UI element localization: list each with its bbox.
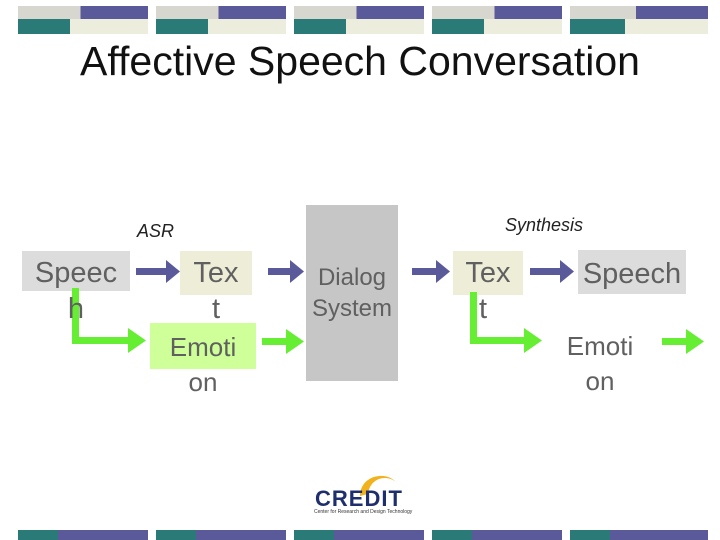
text-node-line1: Tex: [193, 257, 239, 289]
arrow-text-to-speech: [530, 260, 574, 283]
synthesis-label: Synthesis: [505, 215, 584, 235]
page-title: Affective Speech Conversation: [80, 38, 640, 84]
arrow-speech-to-text: [136, 260, 180, 283]
logo-swoosh-icon: [360, 475, 396, 496]
dialog-line2: System: [311, 295, 392, 323]
emotion-output-box: [555, 322, 655, 368]
speech-output-box: [578, 250, 686, 294]
footer-banner: [18, 530, 708, 540]
logo-subtitle: Center for Research and Design Technolog…: [314, 509, 413, 515]
banner-segment: [294, 6, 424, 34]
arrow-emotion-out: [662, 329, 704, 354]
dialog-system-node: Dialog System: [300, 262, 404, 324]
emotion-output-node: Emoti on: [548, 329, 652, 399]
speech-output-node: Speech: [582, 258, 682, 290]
speech-input-line1: Speec: [34, 257, 118, 289]
arrow-emotion-to-dialog: [262, 329, 304, 354]
banner-segment: [156, 6, 286, 34]
speech-input-box: [22, 251, 130, 291]
logo: CREDIT: [315, 486, 403, 511]
banner-segment: [18, 6, 148, 34]
dialog-system-box: [306, 205, 398, 381]
emotion-node-line1: Emoti: [169, 332, 237, 362]
arrow-text-to-dialog: [268, 260, 304, 283]
arrow-text-to-emotion: [470, 292, 542, 353]
emotion-output-line1: Emoti: [566, 331, 634, 361]
dialog-line1: Dialog: [317, 264, 387, 291]
banner-segment: [570, 6, 708, 34]
arrow-speech-to-emotion: [72, 288, 146, 353]
text-box: [180, 251, 252, 295]
emotion-node-line2: on: [188, 367, 218, 398]
emotion-output-line2: on: [585, 366, 615, 397]
speech-input-node: Speec h: [22, 255, 130, 328]
text-node-line2: t: [211, 293, 221, 326]
text-output-line1: Tex: [465, 257, 511, 289]
text-node: Tex t: [180, 255, 252, 328]
arrow-dialog-to-text: [412, 260, 450, 283]
text-output-line2: t: [479, 293, 488, 326]
text-output-box: [453, 251, 523, 295]
text-output-node: Tex t: [453, 255, 523, 328]
speech-input-line2: h: [67, 293, 85, 326]
header-banner: [18, 6, 708, 34]
emotion-box: [150, 323, 256, 369]
banner-segment: [432, 6, 562, 34]
emotion-node: Emoti on: [146, 330, 260, 400]
asr-label: ASR: [137, 221, 175, 241]
